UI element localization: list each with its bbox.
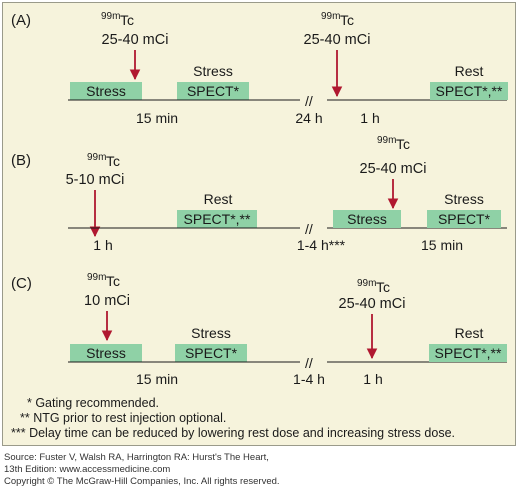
footnote-ntg: ** NTG prior to rest injection optional. bbox=[20, 411, 226, 425]
spect-box-b-left bbox=[177, 210, 257, 228]
spect-c-left-header: Stress bbox=[191, 325, 231, 341]
stress-box-b-label: Stress bbox=[347, 211, 387, 227]
dose-label-b-left: 5-10 mCi bbox=[66, 172, 125, 188]
panel-label-a: (A) bbox=[11, 12, 31, 29]
isotope-sup: 99m bbox=[321, 11, 340, 22]
spect-box-c-left-label: SPECT* bbox=[185, 345, 238, 361]
panel-label-c: (C) bbox=[11, 275, 32, 292]
spect-box-a-right bbox=[430, 82, 508, 100]
spect-box-a-right-label: SPECT*,** bbox=[436, 83, 503, 99]
dose-label-a-left: 25-40 mCi bbox=[102, 32, 169, 48]
time-label-c-left: 15 min bbox=[136, 371, 178, 387]
stress-box-c bbox=[70, 344, 142, 362]
protocol-c: (C) 99m Tc 10 mCi Stress Stress SPECT* /… bbox=[11, 272, 507, 387]
footnote-delay: *** Delay time can be reduced by lowerin… bbox=[11, 426, 455, 440]
protocol-a: (A) 99m Tc 25-40 mCi Stress Stress SPECT… bbox=[11, 11, 508, 126]
time-label-a-gap: 24 h bbox=[295, 110, 322, 126]
isotope-sup: 99m bbox=[377, 135, 396, 146]
dose-label-a-right: 25-40 mCi bbox=[304, 32, 371, 48]
spect-box-b-right-label: SPECT* bbox=[438, 211, 491, 227]
spect-box-c-left bbox=[175, 344, 247, 362]
isotope-sup: 99m bbox=[357, 278, 376, 289]
protocol-diagram: (A) 99m Tc 25-40 mCi Stress Stress SPECT… bbox=[11, 11, 508, 440]
spect-a-right-header: Rest bbox=[455, 63, 484, 79]
copyright-line: Copyright © The McGraw-Hill Companies, I… bbox=[4, 476, 280, 487]
source-line-2: 13th Edition: www.accessmedicine.com bbox=[4, 464, 171, 475]
spect-a-left-header: Stress bbox=[193, 63, 233, 79]
spect-box-c-right bbox=[429, 344, 507, 362]
stress-box-a bbox=[70, 82, 142, 100]
panel-label-b: (B) bbox=[11, 152, 31, 169]
isotope-symbol: Tc bbox=[396, 136, 410, 152]
source-credit: Source: Fuster V, Walsh RA, Harrington R… bbox=[4, 452, 516, 488]
break-mark-b: // bbox=[305, 221, 313, 237]
dose-label-c-right: 25-40 mCi bbox=[339, 296, 406, 312]
stress-box-a-label: Stress bbox=[86, 83, 126, 99]
spect-box-a-left-label: SPECT* bbox=[187, 83, 240, 99]
spect-box-a-left bbox=[177, 82, 249, 100]
isotope-sup: 99m bbox=[101, 11, 120, 22]
isotope-sup: 99m bbox=[87, 152, 106, 163]
time-label-b-gap: 1-4 h*** bbox=[297, 237, 346, 253]
time-label-a-right: 1 h bbox=[360, 110, 379, 126]
isotope-symbol: Tc bbox=[376, 279, 390, 295]
spect-b-right-header: Stress bbox=[444, 191, 484, 207]
isotope-symbol: Tc bbox=[106, 273, 120, 289]
time-label-c-right: 1 h bbox=[363, 371, 382, 387]
source-line-1: Source: Fuster V, Walsh RA, Harrington R… bbox=[4, 452, 269, 463]
time-label-a-left: 15 min bbox=[136, 110, 178, 126]
footnotes: * Gating recommended. ** NTG prior to re… bbox=[11, 396, 455, 440]
dose-label-b-right: 25-40 mCi bbox=[360, 161, 427, 177]
break-mark-c: // bbox=[305, 355, 313, 371]
isotope-symbol: Tc bbox=[106, 153, 120, 169]
footnote-gating: * Gating recommended. bbox=[27, 396, 159, 410]
spect-c-right-header: Rest bbox=[455, 325, 484, 341]
spect-box-b-right bbox=[427, 210, 501, 228]
protocol-diagram-panel: (A) 99m Tc 25-40 mCi Stress Stress SPECT… bbox=[2, 2, 516, 446]
isotope-sup: 99m bbox=[87, 272, 106, 283]
time-label-b-right: 15 min bbox=[421, 237, 463, 253]
spect-box-b-left-label: SPECT*,** bbox=[184, 211, 251, 227]
isotope-symbol: Tc bbox=[120, 12, 134, 28]
time-label-c-gap: 1-4 h bbox=[293, 371, 325, 387]
isotope-symbol: Tc bbox=[340, 12, 354, 28]
stress-box-c-label: Stress bbox=[86, 345, 126, 361]
spect-b-left-header: Rest bbox=[204, 191, 233, 207]
spect-box-c-right-label: SPECT*,** bbox=[435, 345, 502, 361]
time-label-b-left: 1 h bbox=[93, 237, 112, 253]
stress-box-b bbox=[333, 210, 401, 228]
break-mark-a: // bbox=[305, 93, 313, 109]
protocol-b: (B) 99m Tc 5-10 mCi Rest SPECT*,** // 99… bbox=[11, 135, 507, 253]
dose-label-c-left: 10 mCi bbox=[84, 293, 130, 309]
